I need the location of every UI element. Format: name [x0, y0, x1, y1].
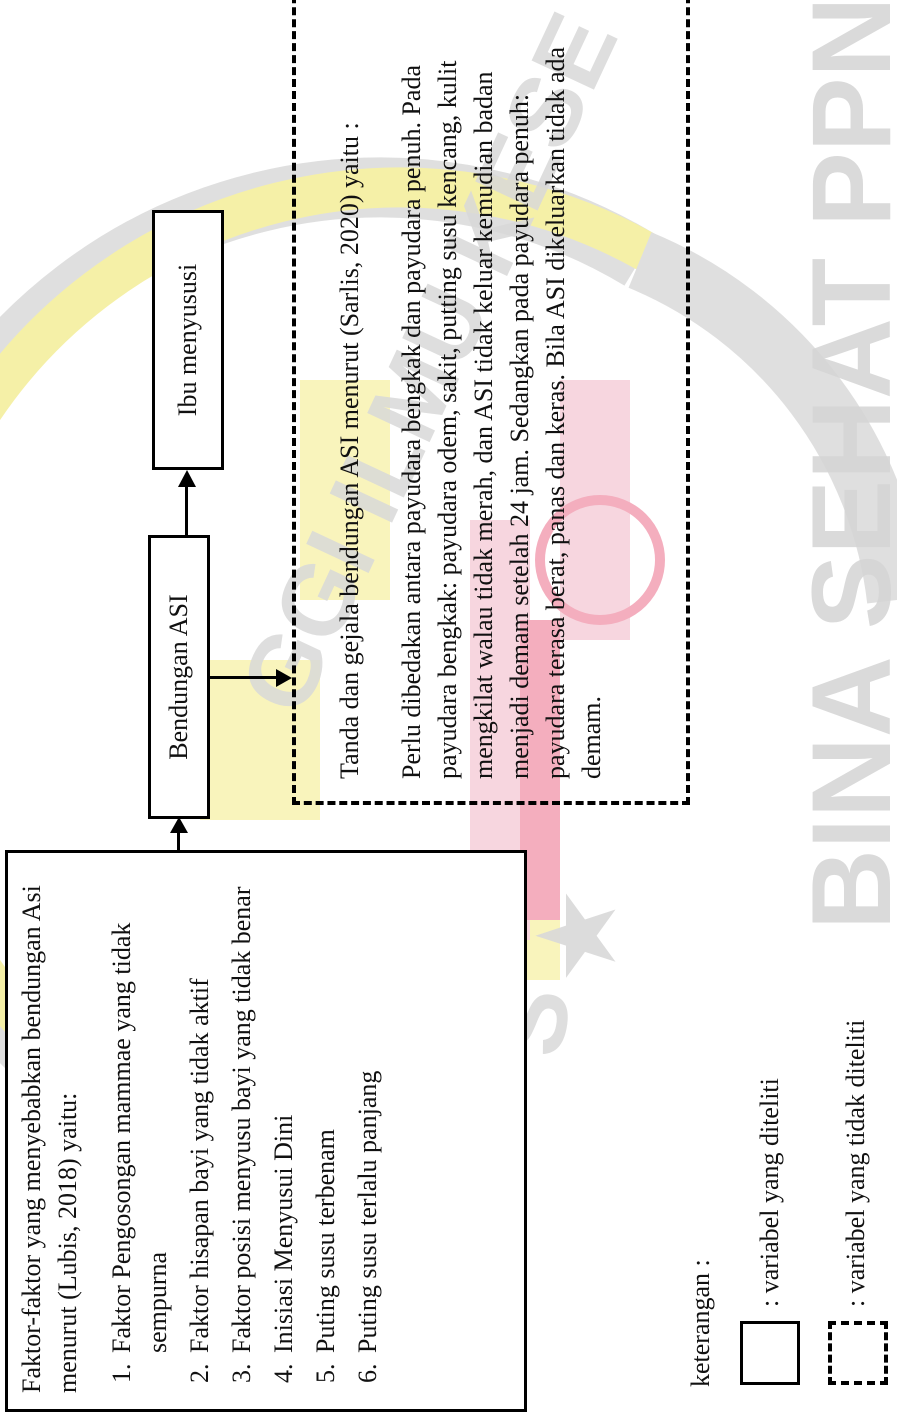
- signs-lead: Tanda dan gejala bendungan ASI menurut (…: [335, 122, 364, 779]
- arrow-bendungan-to-ibu: [185, 485, 188, 535]
- arrowhead-icon: [170, 817, 188, 833]
- signs-paragraph: Perlu dibedakan antara payudara bengkak …: [397, 46, 606, 779]
- legend-solid-swatch: [740, 1321, 800, 1385]
- factor-item: Faktor hisapan bayi yang tidak aktif: [182, 867, 218, 1357]
- factors-box: Faktor-faktor yang menyebabkan bendungan…: [5, 850, 527, 1412]
- factor-item: Inisiasi Menyusui Dini: [266, 867, 302, 1357]
- factors-intro: Faktor-faktor yang menyebabkan bendungan…: [17, 885, 82, 1393]
- ibu-box: Ibu menyususi: [152, 210, 224, 470]
- legend-title: keterangan :: [686, 1259, 715, 1387]
- arrow-bendungan-to-signs-vertical: [210, 676, 278, 679]
- factor-item: Faktor Pengosongan mammae yang tidak sem…: [104, 867, 176, 1357]
- ibu-label: Ibu menyususi: [173, 263, 202, 417]
- factor-item: Puting susu terbenam: [308, 867, 344, 1357]
- bendungan-box: Bendungan ASI: [148, 535, 210, 819]
- factor-item: Puting susu terlalu panjang: [350, 867, 386, 1357]
- arrowhead-icon: [178, 470, 196, 487]
- factor-item: Faktor posisi menyusu bayi yang tidak be…: [224, 867, 260, 1357]
- legend-dashed-swatch: [828, 1321, 888, 1385]
- watermark-star-icon: ★: [513, 886, 641, 985]
- signs-box: Tanda dan gejala bendungan ASI menurut (…: [292, 0, 690, 805]
- watermark-text-right: BINA SEHAT PPNI: [789, 0, 897, 930]
- legend-dashed-label: : variabel yang tidak diteliti: [841, 1019, 870, 1307]
- arrowhead-icon: [276, 669, 292, 687]
- signs-clip: Tanda dan gejala bendungan ASI menurut (…: [290, 0, 692, 805]
- factors-list: Faktor Pengosongan mammae yang tidak sem…: [104, 867, 386, 1393]
- arrow-factors-to-bendungan: [177, 830, 180, 850]
- legend-solid-label: : variabel yang diteliti: [755, 1078, 784, 1307]
- bendungan-label: Bendungan ASI: [164, 594, 193, 760]
- signs-content: Tanda dan gejala bendungan ASI menurut (…: [332, 19, 610, 779]
